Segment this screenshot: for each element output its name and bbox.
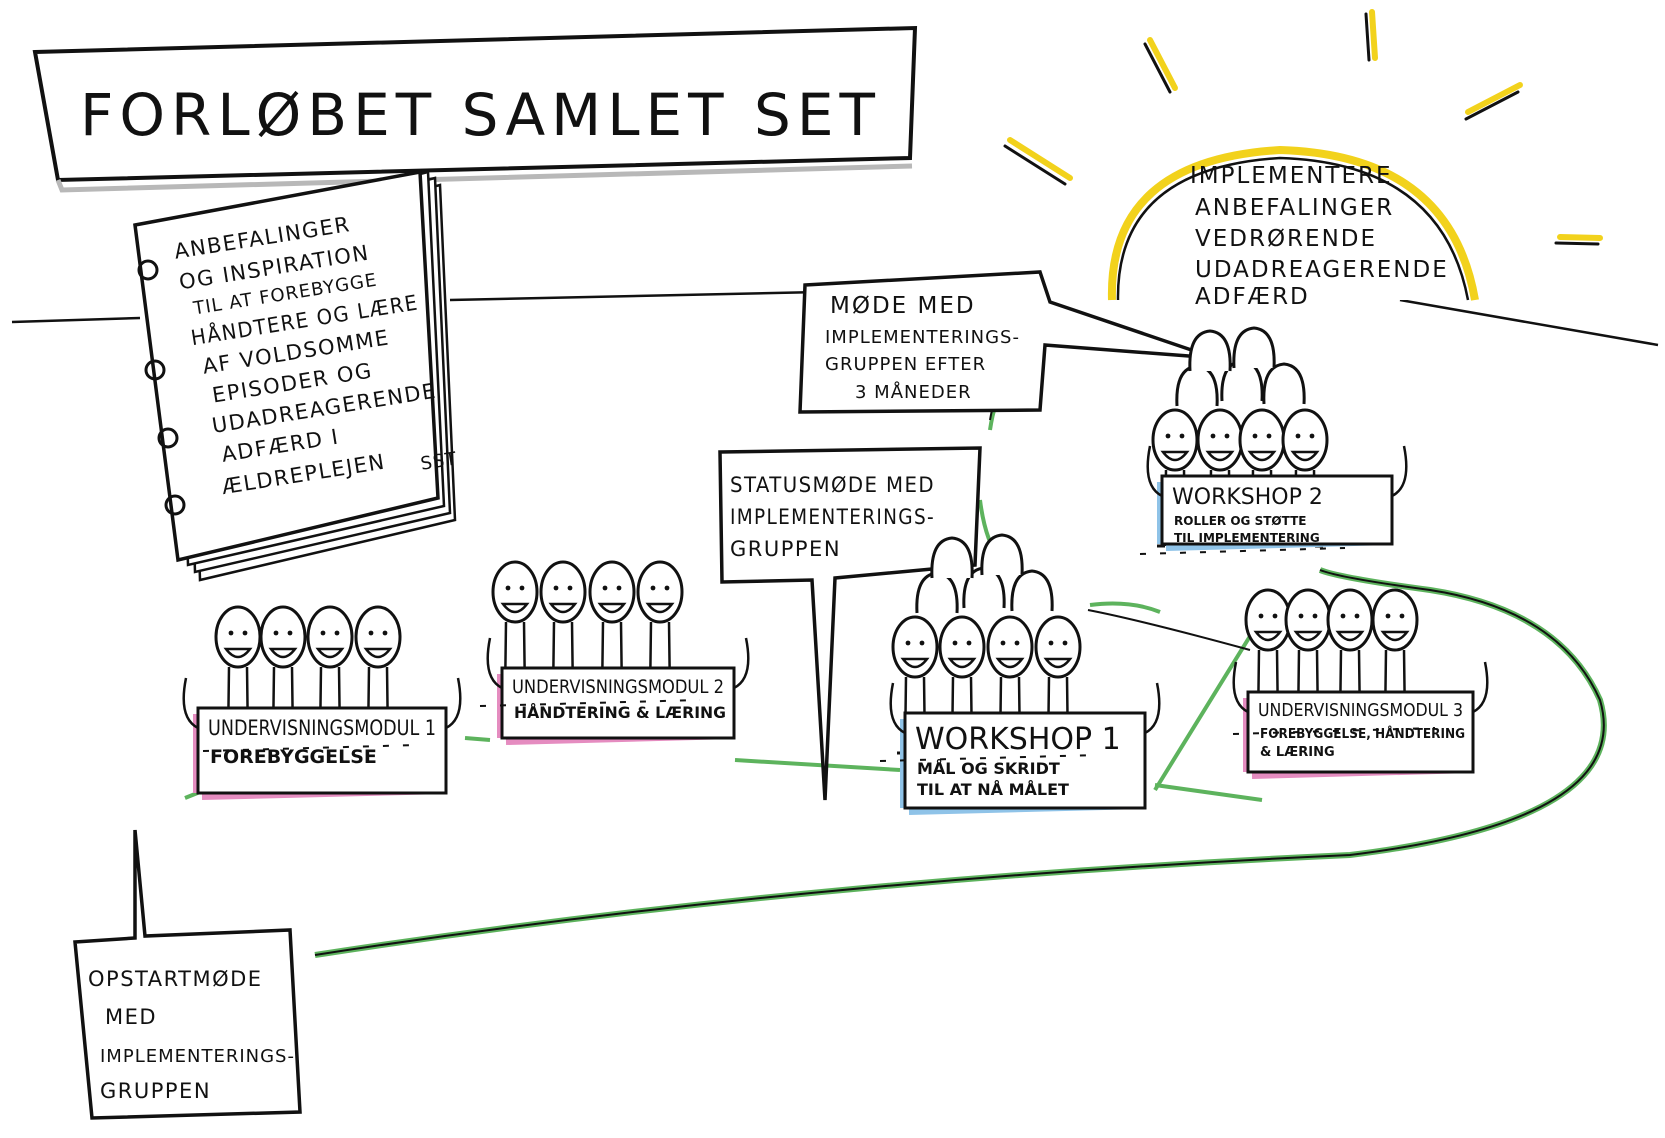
- svg-text:GRUPPEN EFTER: GRUPPEN EFTER: [825, 354, 986, 375]
- recommendations-booklet: ANBEFALINGER OG INSPIRATION TIL AT FOREB…: [133, 169, 459, 582]
- svg-text:GRUPPEN: GRUPPEN: [100, 1079, 211, 1103]
- svg-text:ADFÆRD: ADFÆRD: [1195, 284, 1310, 310]
- background-person: [915, 571, 959, 615]
- sign-subtitle: HÅNDTERING & LÆRING: [514, 703, 726, 722]
- goal-sun: IMPLEMENTERE ANBEFALINGER VEDRØRENDE UDA…: [1003, 9, 1603, 310]
- sun-ray-outlines: [1003, 12, 1600, 246]
- sign-board: [903, 711, 1147, 810]
- arms: [182, 677, 462, 730]
- sign-title: WORKSHOP 2: [1172, 485, 1323, 510]
- bubble-3-month-meeting: MØDE MED IMPLEMENTERINGS- GRUPPEN EFTER …: [798, 270, 1216, 414]
- arms: [1232, 661, 1489, 714]
- group-1: UNDERVISNINGSMODUL 1 FOREBYGGELSE: [182, 605, 462, 800]
- group-2: UNDERVISNINGSMODUL 2 HÅNDTERING & LÆRING: [479, 560, 750, 745]
- sign-title: UNDERVISNINGSMODUL 1: [208, 716, 436, 740]
- svg-text:IMPLEMENTERE: IMPLEMENTERE: [1190, 163, 1393, 189]
- sign-subtitle: FOREBYGGELSE, HÅNDTERING: [1260, 726, 1465, 742]
- horizon-line: [11, 290, 1659, 347]
- sign-title: UNDERVISNINGSMODUL 3: [1258, 700, 1463, 721]
- background-person: [930, 536, 974, 580]
- ground-line: [1139, 547, 1346, 555]
- sign-board: [500, 666, 736, 740]
- sun-rays: [1007, 9, 1603, 241]
- background-person: [1262, 362, 1306, 406]
- sign-board: [1246, 690, 1475, 774]
- sign-subtitle: MÅL OG SKRIDT: [917, 759, 1060, 778]
- svg-text:IMPLEMENTERINGS-: IMPLEMENTERINGS-: [825, 327, 1020, 348]
- svg-text:ANBEFALINGER: ANBEFALINGER: [1195, 195, 1394, 221]
- svg-text:STATUSMØDE MED: STATUSMØDE MED: [730, 473, 935, 497]
- arms: [1146, 445, 1408, 498]
- ground-line: [479, 699, 701, 707]
- background-person: [1232, 326, 1276, 370]
- sign-title: WORKSHOP 1: [915, 722, 1121, 757]
- arms: [889, 682, 1161, 735]
- svg-text:3 MÅNEDER: 3 MÅNEDER: [855, 381, 972, 403]
- svg-text:VEDRØRENDE: VEDRØRENDE: [1195, 226, 1377, 252]
- svg-text:GRUPPEN: GRUPPEN: [730, 537, 841, 561]
- bubble-startup-meeting: OPSTARTMØDE MED IMPLEMENTERINGS- GRUPPEN: [73, 829, 302, 1120]
- svg-text:IMPLEMENTERINGS-: IMPLEMENTERINGS-: [100, 1046, 295, 1067]
- group-3: WORKSHOP 1 MÅL OG SKRIDT TIL AT NÅ MÅLET: [879, 533, 1161, 815]
- bubble-status-meeting: STATUSMØDE MED IMPLEMENTERINGS- GRUPPEN: [718, 446, 982, 801]
- ground-line: [879, 754, 1099, 762]
- group-5: UNDERVISNINGSMODUL 3 FOREBYGGELSE, HÅNDTE…: [1232, 588, 1489, 779]
- title-banner: FORLØBET SAMLET SET: [32, 25, 918, 193]
- sign-subtitle: FOREBYGGELSE: [210, 746, 377, 768]
- svg-text:UDADREAGERENDE: UDADREAGERENDE: [1195, 257, 1449, 283]
- activity-groups: UNDERVISNINGSMODUL 1FOREBYGGELSEUNDERVIS…: [182, 326, 1489, 815]
- svg-text:MØDE MED: MØDE MED: [830, 293, 976, 319]
- sign-board: [196, 706, 448, 795]
- svg-text:OPSTARTMØDE: OPSTARTMØDE: [88, 967, 263, 991]
- booklet-rings: [137, 259, 186, 516]
- group-4: WORKSHOP 2 ROLLER OG STØTTE TIL IMPLEMENTE…: [1139, 326, 1408, 555]
- background-person: [980, 533, 1024, 577]
- background-person: [1010, 569, 1054, 613]
- sign-subtitle: & LÆRING: [1260, 745, 1335, 760]
- sign-subtitle: ROLLER OG STØTTE: [1174, 514, 1306, 528]
- sign-subtitle: TIL IMPLEMENTERING: [1174, 531, 1320, 545]
- sun-text: IMPLEMENTERE ANBEFALINGER VEDRØRENDE UDA…: [1190, 163, 1449, 310]
- page-title: FORLØBET SAMLET SET: [80, 81, 881, 149]
- background-person: [1175, 364, 1219, 408]
- sign-subtitle: TIL AT NÅ MÅLET: [917, 780, 1069, 799]
- sign-board: [1160, 474, 1394, 546]
- svg-text:IMPLEMENTERINGS-: IMPLEMENTERINGS-: [730, 505, 935, 529]
- arms: [486, 637, 750, 690]
- svg-text:MED: MED: [105, 1005, 157, 1029]
- ground-line: [1232, 727, 1436, 735]
- sign-title: UNDERVISNINGSMODUL 2: [512, 676, 724, 698]
- background-person: [1188, 329, 1232, 373]
